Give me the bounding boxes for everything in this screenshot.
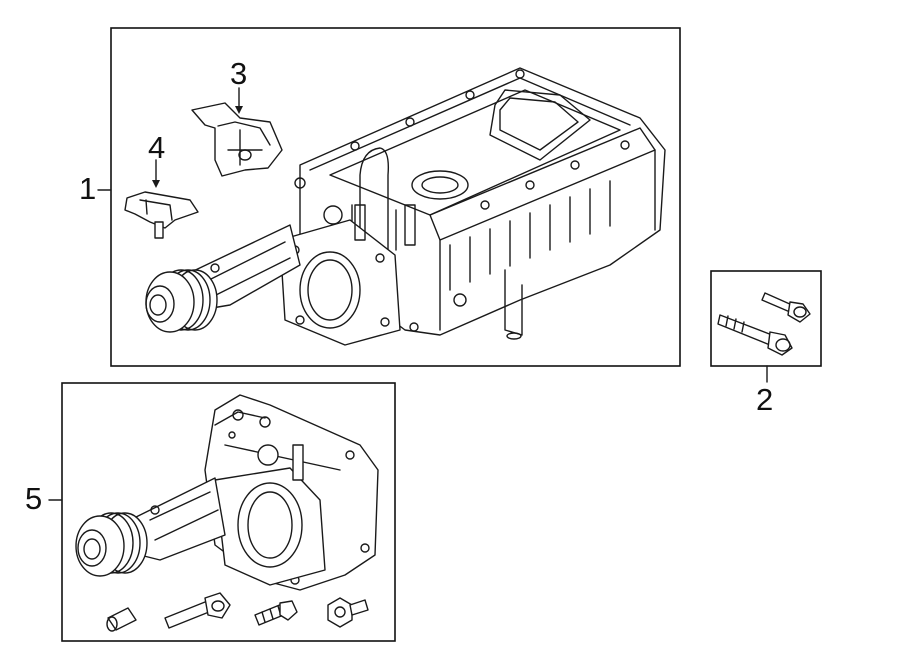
callout-4: 4 xyxy=(148,130,166,165)
callout-3: 3 xyxy=(230,56,248,91)
part-2-bolts-illustration xyxy=(717,292,811,356)
box-supercharger-assembly xyxy=(110,27,681,367)
part-4-sensor-illustration xyxy=(124,159,199,239)
part-3-sensor-illustration xyxy=(191,87,283,177)
box-drive-housing xyxy=(61,382,396,642)
box-bolts xyxy=(710,270,822,367)
part-5-hardware-illustration xyxy=(106,592,369,632)
supercharger-illustration xyxy=(145,67,666,346)
callout-5: 5 xyxy=(25,481,43,516)
callout-1: 1 xyxy=(79,171,97,206)
part-5-housing-illustration xyxy=(75,394,379,591)
callout-2: 2 xyxy=(756,382,774,417)
